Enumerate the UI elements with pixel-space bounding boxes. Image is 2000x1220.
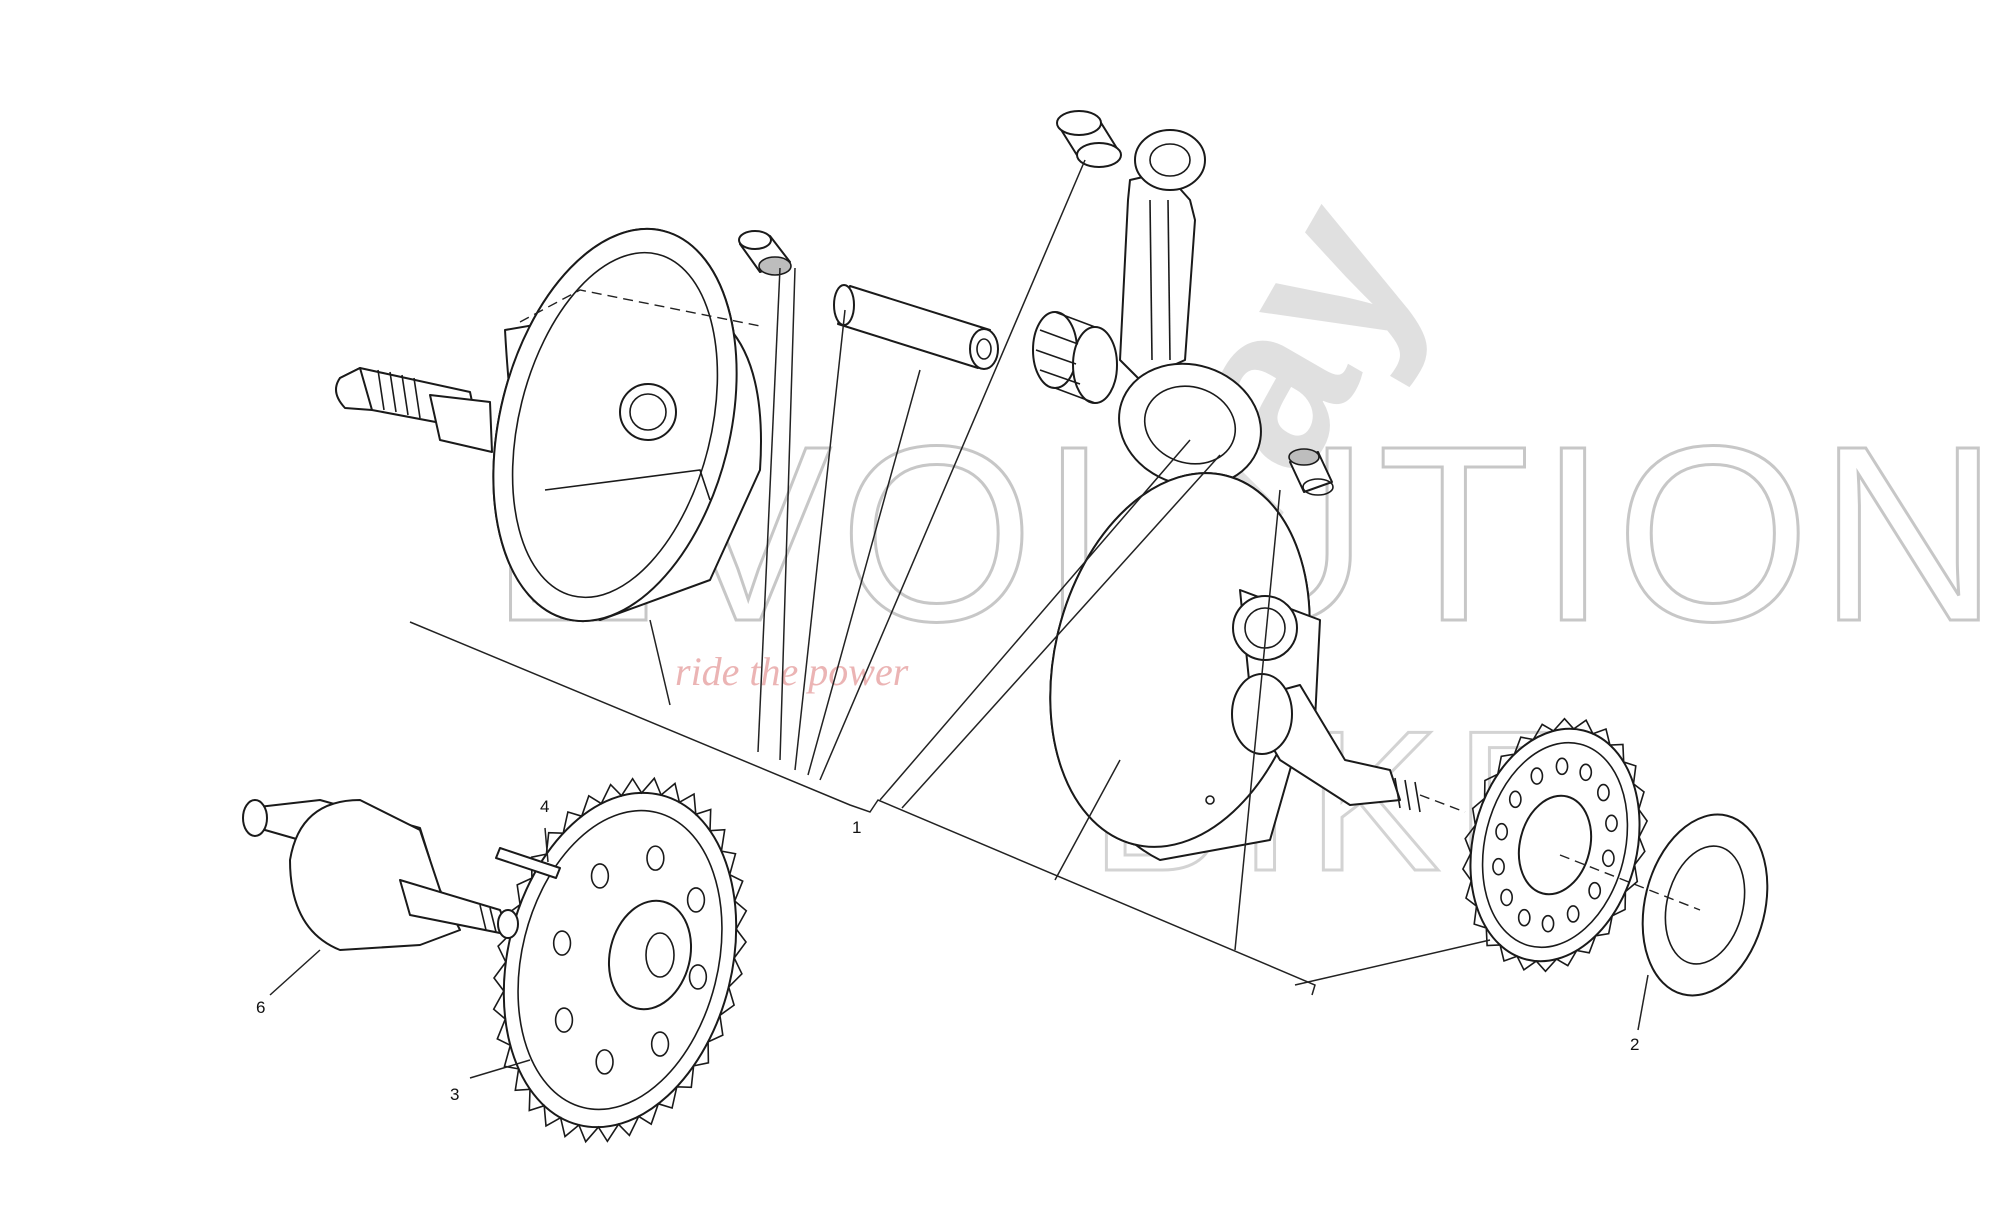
gear-hole [1566,905,1580,923]
leader-lines [269,159,1701,1079]
needle-bearing [1032,311,1118,404]
bushing-left [738,230,792,276]
callout-4: 4 [540,797,549,816]
gear-hole [646,845,665,871]
primary-drive-gear [492,776,748,1144]
crank-pin [833,284,999,370]
callout-numbers: 1 2 3 4 6 [256,797,1639,1104]
gear-hole [1492,857,1505,876]
small-end-bushing [1056,110,1122,168]
gear-hole [1588,881,1602,900]
crankshaft-assembly-small [242,799,519,951]
gear-teeth [1461,717,1649,973]
bushing-right [1288,448,1334,496]
right-crank-half [1049,472,1421,861]
gear-hole [686,887,706,913]
gear-hole [1530,767,1544,785]
gear-hole [1555,757,1569,776]
dowel-pin [495,847,561,879]
callout-3: 3 [450,1085,459,1104]
gear-hole [595,1049,614,1075]
assembly-bracket-line [409,621,1316,996]
gear-hole [552,930,572,956]
gear-hole [1495,822,1509,841]
gear-hole [1605,814,1618,833]
gear-hole [1579,763,1593,782]
watermark-tagline: ride the power [675,649,909,694]
gear-hole [1597,783,1610,802]
gear-hole [590,863,610,889]
callout-6: 6 [256,998,265,1017]
callout-2: 2 [1630,1035,1639,1054]
gear-hole [688,964,708,990]
gear-hole [1601,849,1615,868]
gear-hole [1500,888,1513,907]
gear-hole [1517,908,1531,927]
callout-1: 1 [852,818,861,837]
gear-hole [554,1007,574,1033]
gear-hole [1508,790,1522,809]
left-crank-half [335,227,762,623]
gear-hole [1541,914,1555,933]
right-timing-gear [1461,717,1649,973]
gear-hole [650,1031,670,1057]
thrust-washer [1641,813,1769,997]
